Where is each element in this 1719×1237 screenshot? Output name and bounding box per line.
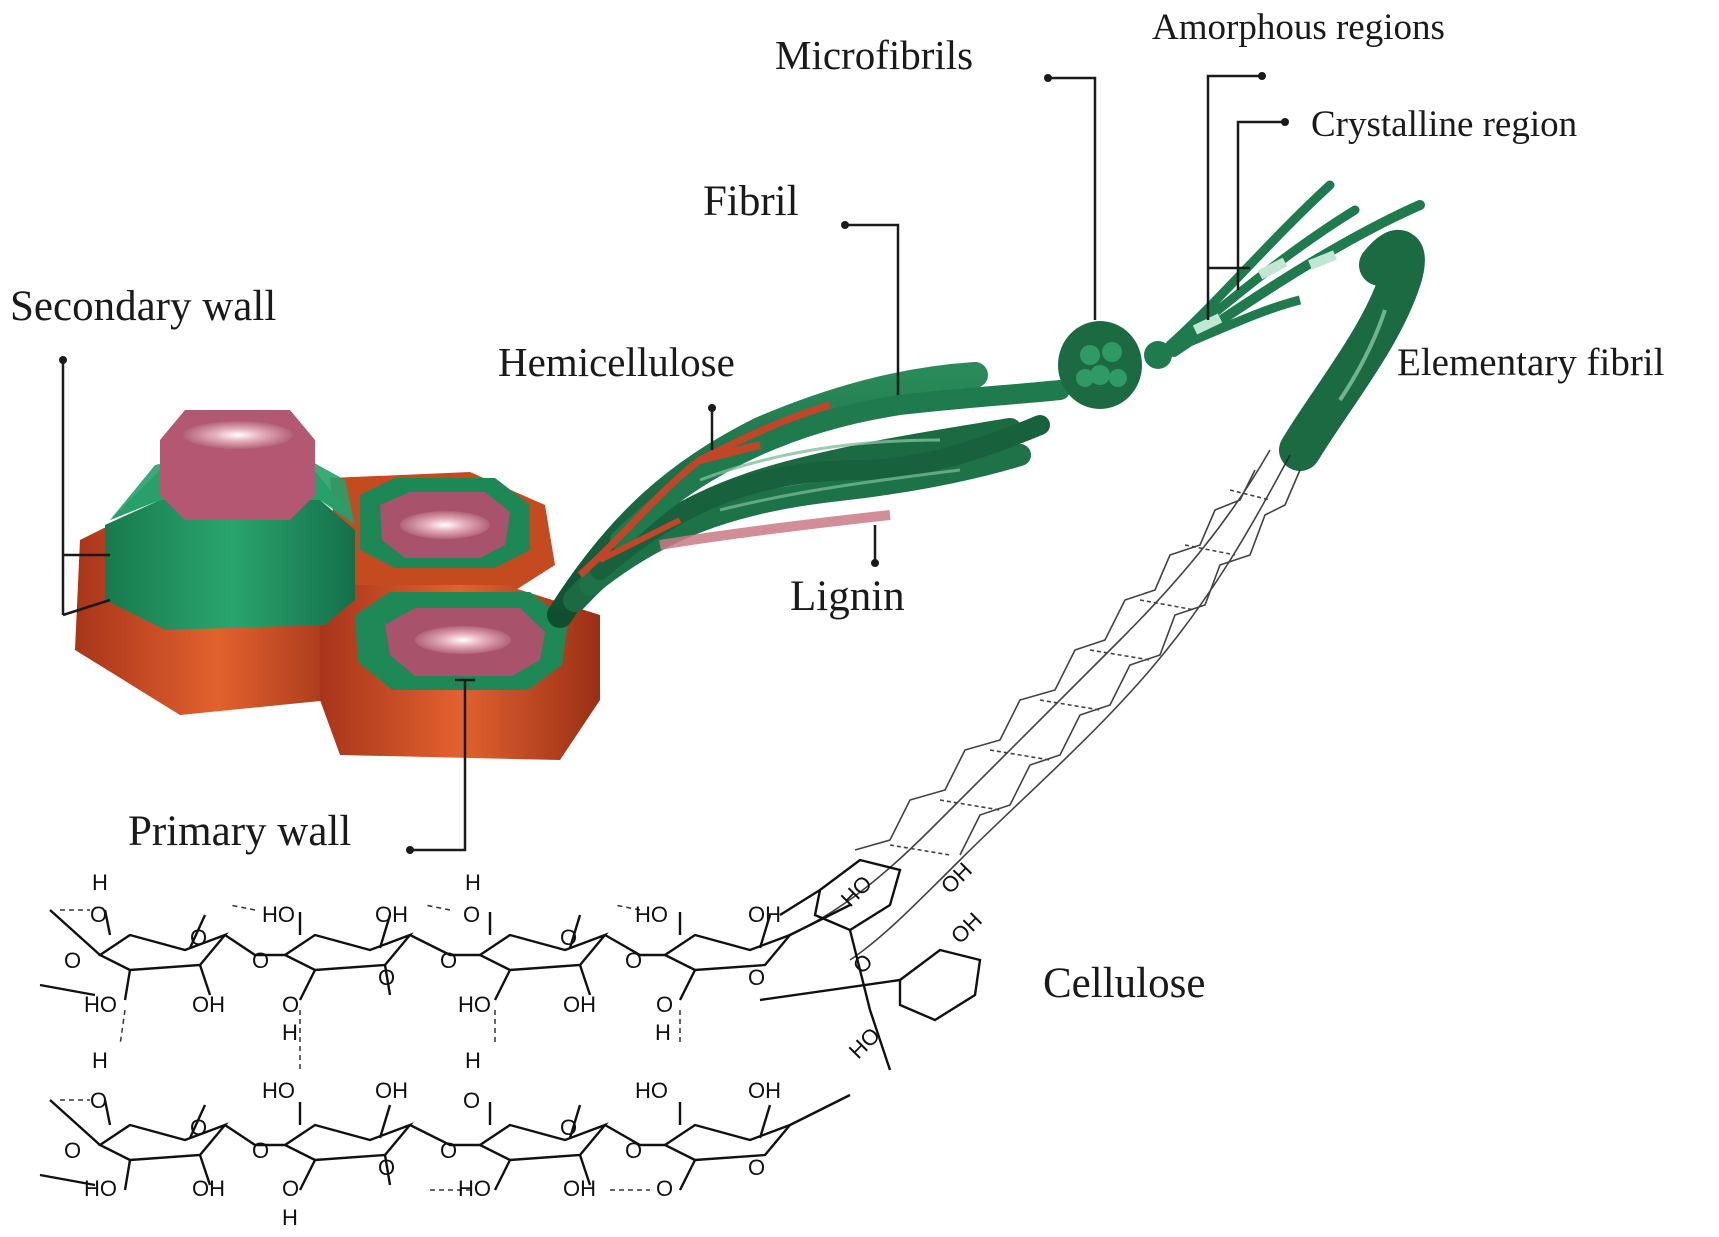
atom-ho: HO [84,992,117,1017]
atom-o: O [282,992,299,1017]
label-elementary-fibril: Elementary fibril [1397,341,1665,384]
lignin-strand [659,510,891,550]
atom-o: O [625,948,642,973]
atom-o: O [748,965,765,990]
hemicellulose-strand [577,401,832,578]
atom-o: O [848,949,878,979]
atom-ho: HO [262,902,295,927]
cellulose-chain-row-1 [39,903,851,1001]
atom-o: O [440,1138,457,1163]
atom-o: O [560,1115,577,1140]
atom-o: O [560,925,577,950]
atom-oh: OH [946,908,987,949]
cellulose-rings-perspective [759,858,982,1071]
atom-ho: HO [635,902,668,927]
atom-ho: HO [84,1176,117,1201]
atom-oh: OH [375,1078,408,1103]
chain-atom-labels: H O HO OH H O HO OH O O O O O O O O HO O… [64,870,781,1230]
atom-o: O [440,948,457,973]
atom-o: O [64,948,81,973]
atom-ho: HO [458,992,491,1017]
atom-oh: OH [192,1176,225,1201]
atom-oh: OH [748,902,781,927]
atom-o: O [252,1138,269,1163]
atom-o: O [190,1115,207,1140]
atom-oh: OH [563,1176,596,1201]
atom-h: H [282,1020,298,1045]
atom-h: H [92,870,108,895]
secondary-wall-prism-side [105,500,355,630]
atom-o: O [463,902,480,927]
atom-ho: HO [458,1176,491,1201]
elementary-fibril-tube [1279,230,1425,471]
atom-o: O [748,1155,765,1180]
atom-o: O [64,1138,81,1163]
atom-o: O [463,1088,480,1113]
cell-wall-blocks [75,410,600,760]
atom-oh: OH [192,992,225,1017]
label-primary-wall: Primary wall [128,808,352,855]
atom-h: H [92,1048,108,1073]
atom-o: O [190,925,207,950]
cellulose-chain-row-2 [39,1093,851,1191]
atom-o: O [90,1088,107,1113]
atom-o: O [378,965,395,990]
label-microfibrils: Microfibrils [775,32,974,78]
atom-o: O [378,1155,395,1180]
fibril-bundle [547,180,1425,628]
leader-lines [61,74,1285,852]
atom-o: O [282,1176,299,1201]
atom-ho: HO [844,1023,885,1064]
leader-dots [59,72,1289,854]
label-lignin: Lignin [790,573,905,620]
atom-oh: OH [563,992,596,1017]
atom-o: O [90,902,107,927]
atom-ho: HO [262,1078,295,1103]
label-secondary-wall: Secondary wall [10,283,277,330]
hydrogen-bonds [60,904,681,1191]
label-crystalline-region: Crystalline region [1311,104,1578,145]
atom-h: H [655,1020,671,1045]
label-cellulose: Cellulose [1043,960,1206,1007]
atom-oh: OH [375,902,408,927]
label-fibril: Fibril [703,178,799,225]
atom-h: H [465,870,481,895]
atom-o: O [252,948,269,973]
atom-o: O [656,992,673,1017]
atom-o: O [625,1138,642,1163]
atom-oh: OH [748,1078,781,1103]
cellulose-helix-sketch [799,449,1301,961]
label-hemicellulose: Hemicellulose [498,339,735,385]
atom-h: H [282,1205,298,1230]
atom-o: O [656,1176,673,1201]
label-amorphous-regions: Amorphous regions [1152,7,1445,48]
atom-oh: OH [936,858,977,899]
atom-ho: HO [635,1078,668,1103]
perspective-atoms: O HO OH OH HO [836,858,987,1064]
atom-h: H [465,1048,481,1073]
